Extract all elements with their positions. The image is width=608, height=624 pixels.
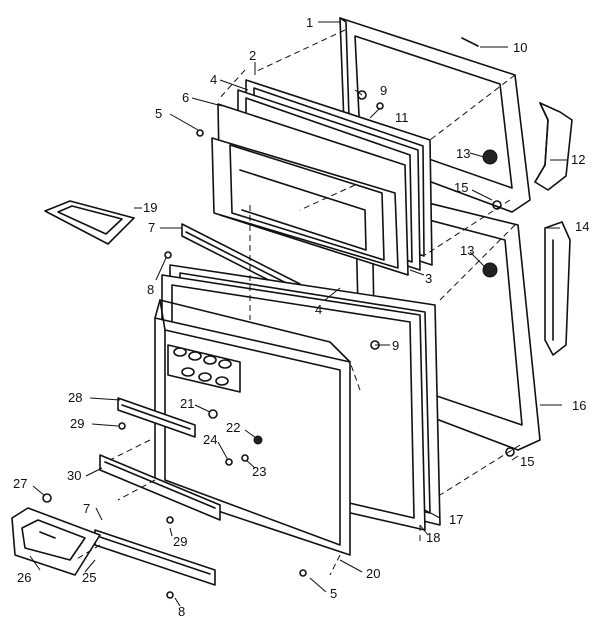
label-17: 17 [449,512,463,527]
shelf-28 [117,397,196,438]
label-5b: 5 [330,586,337,601]
control-panel [167,344,241,393]
part-29-lower [166,516,174,524]
part-23 [241,454,249,462]
label-14: 14 [575,219,589,234]
part-5-lower [299,569,307,577]
label-6: 6 [182,90,189,105]
part-5-upper [196,129,204,137]
label-19: 19 [143,200,157,215]
label-25: 25 [82,570,96,585]
part-10-screw [461,37,479,47]
lower-door-liner [154,299,351,556]
label-2: 2 [249,48,256,63]
shelf-30 [99,454,221,521]
label-26: 26 [17,570,31,585]
hardware-parts [42,37,515,599]
part-8-upper [164,251,172,259]
label-28: 28 [68,390,82,405]
part-8-lower [166,591,174,599]
label-5a: 5 [155,106,162,121]
part-29-upper [118,422,126,430]
label-24: 24 [203,432,217,447]
label-10: 10 [513,40,527,55]
upper-door-liner [211,103,409,276]
label-13a: 13 [456,146,470,161]
label-15a: 15 [454,180,468,195]
label-1: 1 [306,15,313,30]
ice-tray [44,200,135,245]
part-24 [225,458,233,466]
label-16: 16 [572,398,586,413]
part-labels: 1 2 4 6 5 9 10 11 13 12 15 19 7 8 3 14 1… [13,15,589,619]
label-12: 12 [571,152,585,167]
label-4a: 4 [210,72,217,87]
lower-shelf-bar [94,529,216,586]
part-13-lower-dot [482,262,498,278]
part-15-lower [505,447,515,457]
label-18: 18 [426,530,440,545]
part-15-upper [492,200,502,210]
label-20: 20 [366,566,380,581]
label-13b: 13 [460,243,474,258]
label-4b: 4 [315,302,322,317]
label-3: 3 [425,271,432,286]
upper-handle [534,102,573,191]
leader-lines [29,21,568,607]
label-30: 30 [67,468,81,483]
label-29a: 29 [70,416,84,431]
part-21 [208,409,218,419]
part-11 [376,102,384,110]
label-7a: 7 [148,220,155,235]
label-15b: 15 [520,454,534,469]
lower-handle [544,221,571,356]
part-9-upper [357,90,367,100]
label-8b: 8 [178,604,185,619]
label-29b: 29 [173,534,187,549]
label-21: 21 [180,396,194,411]
label-11: 11 [395,110,409,125]
part-27 [42,493,52,503]
part-13-upper-dot [482,149,498,165]
label-9a: 9 [380,83,387,98]
label-9b: 9 [392,338,399,353]
butter-compartment [11,507,101,576]
label-23: 23 [252,464,266,479]
label-22: 22 [226,420,240,435]
label-8a: 8 [147,282,154,297]
label-27: 27 [13,476,27,491]
label-7b: 7 [83,501,90,516]
